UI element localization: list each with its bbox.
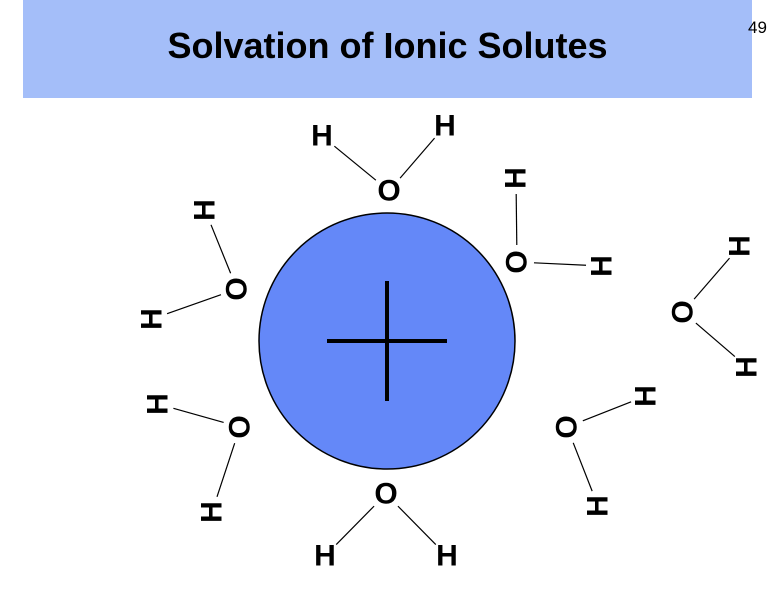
o-h-bond bbox=[397, 505, 437, 546]
o-h-bond bbox=[335, 505, 375, 546]
hydrogen-atom: H bbox=[724, 235, 757, 257]
title-bar: Solvation of Ionic Solutes bbox=[23, 0, 752, 98]
hydrogen-atom: H bbox=[189, 199, 222, 221]
o-h-bond bbox=[166, 294, 222, 315]
oxygen-atom: O bbox=[224, 415, 257, 438]
oxygen-atom: O bbox=[377, 175, 400, 208]
o-h-bond bbox=[582, 401, 632, 422]
hydrogen-atom: H bbox=[136, 308, 169, 330]
water-molecule: O H H bbox=[136, 199, 254, 330]
hydrogen-atom: H bbox=[731, 356, 764, 378]
water-molecules: O H H O H H O H H O H H O H H O H H O H H bbox=[136, 110, 764, 573]
o-h-bond bbox=[693, 257, 730, 300]
water-molecule: O H H bbox=[142, 393, 257, 523]
oxygen-atom: O bbox=[667, 300, 700, 323]
oxygen-atom: O bbox=[221, 277, 254, 300]
water-molecule: O H H bbox=[551, 385, 663, 517]
hydrogen-atom: H bbox=[586, 255, 619, 277]
hydrogen-atom: H bbox=[630, 385, 663, 407]
o-h-bond bbox=[173, 407, 224, 423]
o-h-bond bbox=[572, 442, 593, 492]
hydrogen-atom: H bbox=[142, 393, 175, 415]
hydrogen-atom: H bbox=[434, 110, 456, 143]
hydrogen-atom: H bbox=[314, 540, 336, 573]
page-number: 49 bbox=[748, 18, 767, 37]
hydrogen-atom: H bbox=[311, 120, 333, 153]
hydrogen-atom: H bbox=[436, 540, 458, 573]
o-h-bond bbox=[216, 442, 236, 497]
water-molecule: O H H bbox=[311, 110, 456, 208]
hydrogen-atom: H bbox=[582, 495, 615, 517]
oxygen-atom: O bbox=[501, 250, 534, 273]
water-molecule: O H H bbox=[667, 235, 764, 378]
hydrogen-atom: H bbox=[196, 501, 229, 523]
oxygen-atom: O bbox=[551, 415, 584, 438]
positive-charge-sign bbox=[327, 281, 447, 401]
o-h-bond bbox=[533, 262, 587, 266]
o-h-bond bbox=[515, 193, 518, 246]
water-molecule: O H H bbox=[500, 167, 619, 277]
o-h-bond bbox=[210, 224, 232, 274]
slide-title: Solvation of Ionic Solutes bbox=[167, 25, 608, 66]
oxygen-atom: O bbox=[374, 478, 397, 511]
water-molecule: O H H bbox=[314, 478, 458, 573]
hydrogen-atom: H bbox=[500, 167, 533, 189]
o-h-bond bbox=[695, 322, 736, 358]
o-h-bond bbox=[399, 137, 436, 179]
o-h-bond bbox=[333, 145, 377, 181]
